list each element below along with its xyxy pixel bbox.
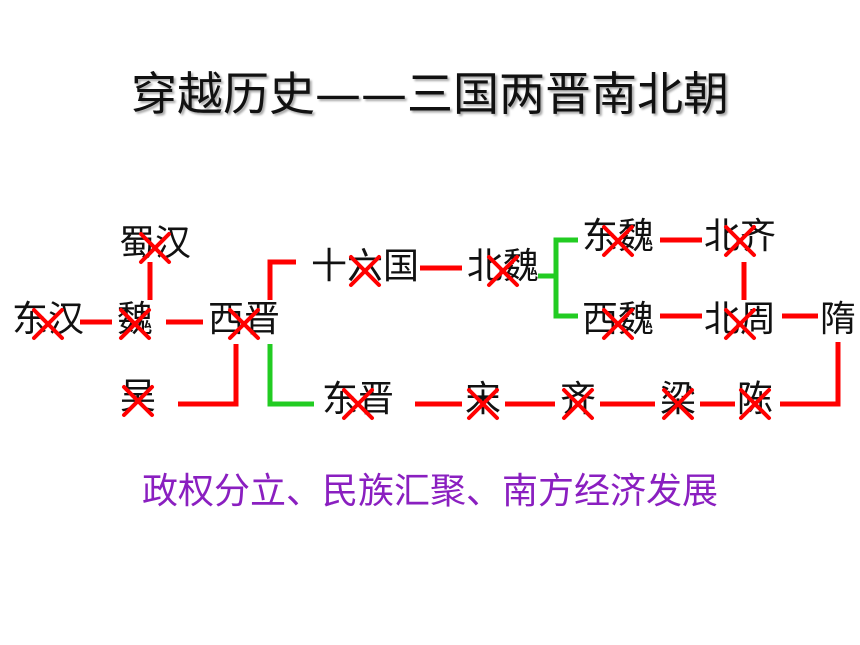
dynasty-dongwei: 东魏 xyxy=(582,216,654,257)
cross-xiwei xyxy=(602,308,634,340)
connector-lines xyxy=(80,237,841,407)
cross-donghan xyxy=(32,308,64,340)
cross-xijin xyxy=(228,308,260,340)
cross-wei xyxy=(119,308,151,340)
dynasty-dongjin: 东晋 xyxy=(322,379,394,420)
cross-dongwei xyxy=(602,225,634,257)
cross-beizhou xyxy=(724,308,756,340)
summary-text: 政权分立、民族汇聚、南方经济发展 xyxy=(141,471,718,512)
dynasty-beiwei: 北魏 xyxy=(467,246,539,287)
cross-liang xyxy=(662,388,694,420)
line-xijin-shiliuguo xyxy=(267,259,296,300)
dynasty-shuhan: 蜀汉 xyxy=(119,223,191,264)
cross-qi xyxy=(562,388,594,420)
cross-marks xyxy=(32,225,771,420)
cross-chen xyxy=(739,388,771,420)
line-xijin-dongjin xyxy=(267,344,314,407)
dynasty-xiwei: 西魏 xyxy=(582,299,654,340)
dynasty-wu: 吴 xyxy=(120,376,156,417)
dynasty-song: 宋 xyxy=(465,379,501,420)
line-chen-sui xyxy=(780,342,841,407)
line-split-branches xyxy=(553,237,578,319)
cross-beiwei xyxy=(487,255,519,287)
dynasty-sui: 隋 xyxy=(820,299,856,340)
cross-shuhan xyxy=(139,232,171,264)
cross-dongjin xyxy=(342,388,374,420)
page-title: 穿越历史——三国两晋南北朝 xyxy=(131,67,729,121)
dynasty-labels: 东汉蜀汉魏吴 西晋十六国 北魏 东魏西魏 北齐北周 隋东晋 宋 齐 梁陈 xyxy=(12,216,856,420)
dynasty-shiliuguo: 十六国 xyxy=(311,246,419,287)
dynasty-beizhou: 北周 xyxy=(704,299,776,340)
cross-song xyxy=(467,388,499,420)
dynasty-donghan: 东汉 xyxy=(12,299,84,340)
dynasty-xijin: 西晋 xyxy=(208,299,280,340)
dynasty-qi: 齐 xyxy=(560,379,596,420)
cross-beiqi xyxy=(724,225,756,257)
cross-wu xyxy=(122,385,154,417)
dynasty-liang: 梁 xyxy=(660,379,696,420)
dynasty-wei: 魏 xyxy=(117,299,153,340)
dynasty-chen: 陈 xyxy=(737,379,773,420)
line-wu-xijin xyxy=(178,344,239,407)
dynasty-beiqi: 北齐 xyxy=(704,216,776,257)
cross-shiliuguo xyxy=(349,255,381,287)
